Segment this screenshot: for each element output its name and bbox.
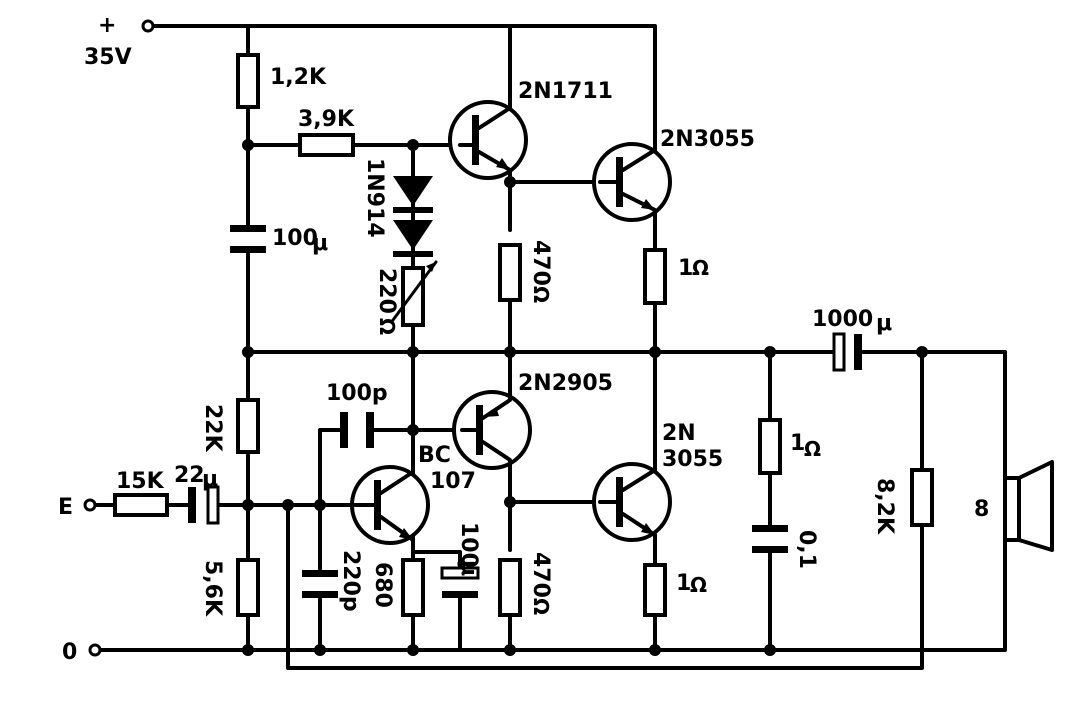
resistor-1-2k-label: 1,2K [270,65,327,90]
resistor-8-2k-label: 8,2K [872,478,897,535]
ohm-symbol: Ω [690,573,707,597]
capacitor-100u-emitter [440,566,480,598]
capacitor-1000u-output [832,332,862,372]
capacitor-22u-input [188,485,220,525]
ohm-symbol: Ω [692,256,709,280]
micro-symbol: μ [876,311,892,336]
speaker-impedance-label: 8 [974,497,989,522]
micro-symbol: μ [456,560,481,576]
capacitor-22u-label: 22 [174,463,205,488]
resistor-680 [401,558,425,617]
speaker-icon [1003,460,1054,552]
trimmer-arrow [391,260,438,322]
input-terminal: E [58,495,97,520]
resistor-5-6k [236,558,260,617]
transistor-2n1711 [448,98,528,180]
resistor-680-label: 680 [370,562,395,608]
capacitor-100p-label: 100p [326,381,388,406]
resistor-1-2k [236,53,260,109]
capacitor-100p-feedback [340,412,374,448]
junction-dot [764,346,776,358]
supply-voltage-label: 35V [84,45,132,70]
resistor-470-top-label: 470 [528,240,553,286]
capacitor-100u-label: 100 [272,226,318,251]
junction-dot [504,496,516,508]
resistor-5-6k-label: 5,6K [200,560,225,617]
transistor-2n3055-bottom-label-2: 3055 [662,447,723,472]
capacitor-220p-label: 220p [338,550,363,612]
transistor-2n3055-top-label: 2N3055 [660,127,755,152]
capacitor-100u-bootstrap [230,225,266,253]
resistor-470-bottom-label: 470 [528,552,553,598]
junction-dot [504,644,516,656]
junction-dot [504,346,516,358]
resistor-470-bottom [498,558,522,617]
junction-dot [649,346,661,358]
resistor-22k-label: 22K [200,404,225,453]
supply-terminal: + 35V [84,13,155,70]
ground-terminal: 0 [62,640,102,665]
resistor-8-2k [910,468,934,527]
resistor-1-ohm-bottom [643,563,667,617]
capacitor-0-1-zobel [752,525,788,553]
resistor-1-ohm-bottom-label: 1 [676,571,691,596]
capacitor-220p-base [302,570,338,598]
ohm-symbol: Ω [375,318,399,335]
resistor-15k [113,493,169,517]
transistor-2n3055-top [592,120,672,222]
junction-dot [649,644,661,656]
transistor-bc107-label-2: 107 [430,469,476,494]
resistor-1-ohm-top [643,248,667,305]
transistor-bc107-label-1: BC [418,443,451,468]
capacitor-1000u-label: 1000 [812,307,873,332]
junction-dot [314,499,326,511]
trimmer-resistor-220 [401,266,425,327]
resistor-zobel [758,418,782,475]
junction-dot [242,499,254,511]
junction-dot [282,499,294,511]
resistor-3-9k [298,133,355,157]
input-terminal-label: E [58,495,73,520]
ohm-symbol: Ω [529,598,553,615]
junction-dot [916,346,928,358]
resistor-zobel-label: 1 [790,431,805,456]
capacitor-0-1-label: 0,1 [794,530,819,569]
ground-terminal-label: 0 [62,640,77,665]
junction-dot [242,139,254,151]
junctions [242,139,928,656]
micro-symbol: μ [312,231,328,256]
capacitor-100u-emitter-label: 100 [456,522,481,568]
ohm-symbol: Ω [529,286,553,303]
diode-1n914-pair [393,176,433,257]
junction-dot [407,644,419,656]
resistor-3-9k-label: 3,9K [298,107,355,132]
diode-1n914-label: 1N914 [362,158,387,238]
transistor-2n2905 [452,390,532,470]
junction-dot [764,644,776,656]
ohm-symbol: Ω [804,437,821,461]
transistor-2n1711-label: 2N1711 [518,79,613,104]
junction-dot [242,346,254,358]
junction-dot [407,139,419,151]
transistor-2n3055-bottom-label-1: 2N [662,421,696,446]
trimmer-resistor-label: 220 [374,268,399,314]
transistor-2n3055-bottom [592,460,672,542]
transistor-bc107 [350,428,430,545]
resistor-15k-label: 15K [116,469,165,494]
transistor-2n2905-label: 2N2905 [518,371,613,396]
micro-symbol: μ [202,467,218,492]
resistor-1-ohm-top-label: 1 [678,256,693,281]
junction-dot [504,176,516,188]
junction-dot [407,346,419,358]
resistor-22k [236,398,260,454]
junction-dot [314,644,326,656]
junction-dot [242,644,254,656]
resistor-470-top [498,243,522,302]
supply-plus-label: + [98,13,116,38]
